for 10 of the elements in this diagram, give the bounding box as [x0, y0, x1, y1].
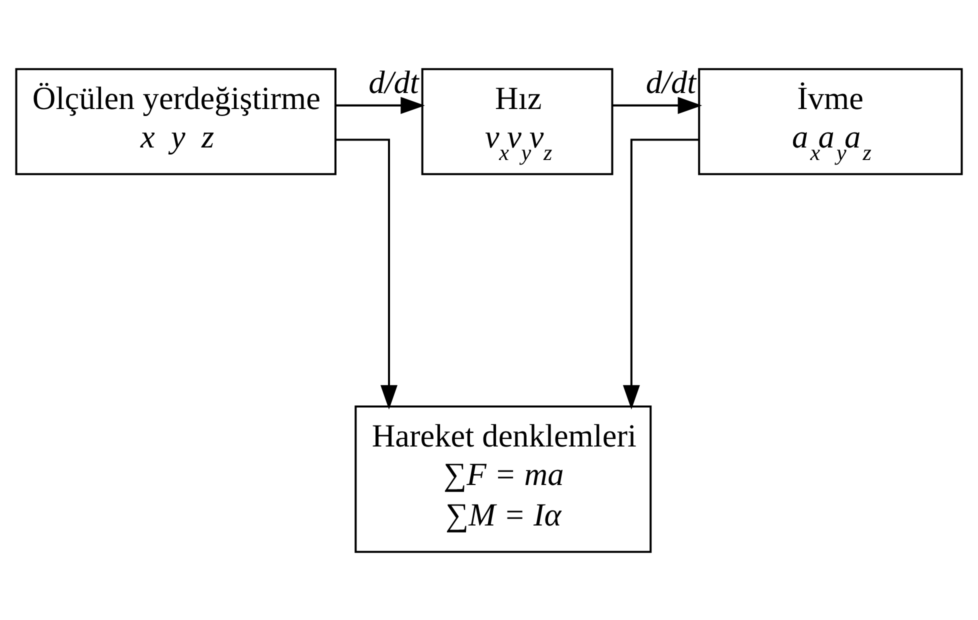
arrow [336, 96, 425, 114]
node-box: Ölçülen yerdeğiştirme x y z [15, 68, 336, 175]
edge-label: d/dt [646, 63, 696, 100]
arrow [612, 96, 702, 114]
edge-label: d/dt [368, 63, 419, 100]
node-box: Hareket denklemleri ∑F = ma ∑M = Iα [354, 404, 652, 552]
arrow [336, 138, 398, 409]
node-box: İvme a$_{x}$a$_{y}$a$_{z}$ [698, 68, 963, 175]
arrow [622, 138, 699, 409]
node-box: Hız v$_{x}$v$_{y}$v$_{z}$ [421, 68, 614, 175]
